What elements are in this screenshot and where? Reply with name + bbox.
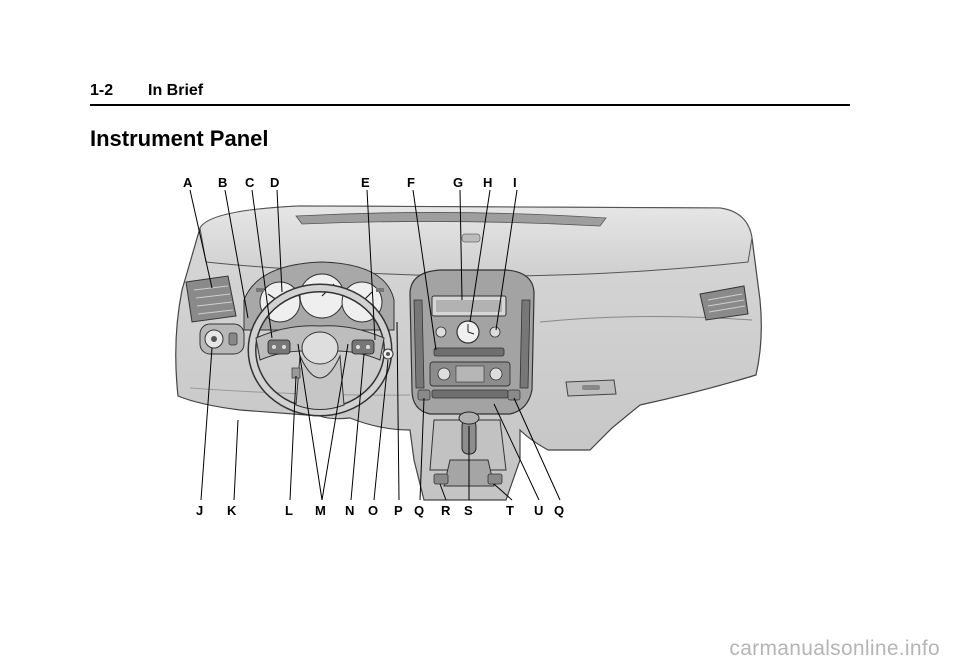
callout-label: H	[483, 175, 492, 190]
callout-label: T	[506, 503, 514, 518]
top-callouts: A B C D E F G H I	[183, 175, 517, 190]
callout-label: L	[285, 503, 293, 518]
ignition-switch	[383, 349, 393, 359]
watermark: carmanualsonline.info	[729, 637, 940, 661]
bottom-callouts: J K L M N O P Q R S T U Q	[196, 503, 564, 518]
callout-label: D	[270, 175, 279, 190]
callout-label: S	[464, 503, 473, 518]
center-console	[430, 412, 506, 486]
glove-box	[566, 380, 616, 396]
callout-label: Q	[414, 503, 424, 518]
callout-label: Q	[554, 503, 564, 518]
callout-label: R	[441, 503, 451, 518]
callout-label: I	[513, 175, 517, 190]
callout-label: O	[368, 503, 378, 518]
callout-label: U	[534, 503, 543, 518]
exterior-lamp-control	[200, 324, 244, 354]
callout-label: J	[196, 503, 203, 518]
callout-label: K	[227, 503, 237, 518]
callout-label: G	[453, 175, 463, 190]
callout-label: B	[218, 175, 227, 190]
callout-label: P	[394, 503, 403, 518]
callout-label: F	[407, 175, 415, 190]
callout-label: C	[245, 175, 255, 190]
callout-label: E	[361, 175, 370, 190]
callout-label: M	[315, 503, 326, 518]
callout-label: N	[345, 503, 354, 518]
center-stack	[410, 270, 534, 414]
callout-label: A	[183, 175, 193, 190]
